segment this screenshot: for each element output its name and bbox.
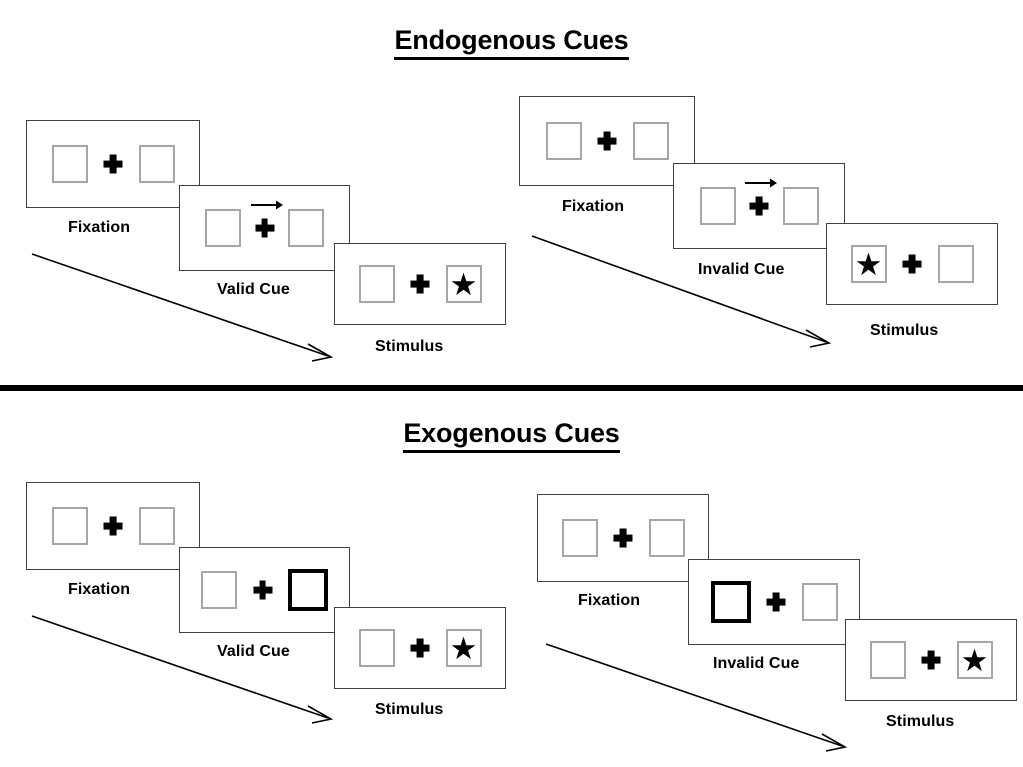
section-title-endogenous-text: Endogenous Cues <box>394 25 629 60</box>
fixation-cross-icon <box>903 255 922 274</box>
placeholder-box-right <box>801 583 838 621</box>
panel-content <box>27 483 199 569</box>
stage-label-exogenous-invalid-stimulus: Stimulus <box>886 713 955 730</box>
panel-exogenous-invalid-fixation <box>537 494 709 582</box>
fixation-cross-icon <box>104 517 123 536</box>
stage-label-exogenous-valid-fixation: Fixation <box>68 581 131 598</box>
placeholder-box-left <box>205 209 241 247</box>
panel-content <box>689 560 859 644</box>
placeholder-box-left <box>699 187 736 225</box>
panel-content <box>27 121 199 207</box>
placeholder-box-right-flash-cue <box>288 569 328 611</box>
section-divider <box>0 385 1023 391</box>
stage-label-exogenous-valid-stimulus: Stimulus <box>375 701 444 718</box>
panel-exogenous-valid-fixation <box>26 482 200 570</box>
stage-label-endogenous-valid-cue: Valid Cue <box>217 281 290 298</box>
stage-label-endogenous-invalid-cue: Invalid Cue <box>698 261 785 278</box>
placeholder-box-right: ★ <box>956 641 993 679</box>
placeholder-box-right <box>138 145 175 183</box>
fixation-cross-icon <box>104 155 123 174</box>
star-stimulus-icon: ★ <box>449 266 478 302</box>
fixation-cross-icon <box>767 593 786 612</box>
panel-endogenous-valid-cue <box>179 185 350 271</box>
star-stimulus-icon: ★ <box>449 630 478 666</box>
panel-endogenous-invalid-stimulus: ★ <box>826 223 998 305</box>
star-stimulus-icon: ★ <box>960 642 989 678</box>
section-title-exogenous: Exogenous Cues <box>0 418 1023 453</box>
panel-endogenous-valid-stimulus: ★ <box>334 243 506 325</box>
placeholder-box-left <box>358 629 395 667</box>
placeholder-box-left <box>869 641 906 679</box>
panel-exogenous-invalid-cue <box>688 559 860 645</box>
stage-label-exogenous-invalid-fixation: Fixation <box>578 592 641 609</box>
placeholder-box-right <box>937 245 974 283</box>
section-title-endogenous: Endogenous Cues <box>0 25 1023 60</box>
placeholder-box-right <box>632 122 669 160</box>
placeholder-box-left-flash-cue <box>710 581 751 623</box>
panel-content: ★ <box>335 608 505 688</box>
stage-label-endogenous-valid-fixation: Fixation <box>68 219 131 236</box>
stage-label-exogenous-valid-cue: Valid Cue <box>217 643 290 660</box>
panel-endogenous-invalid-cue <box>673 163 845 249</box>
stage-label-exogenous-invalid-cue: Invalid Cue <box>713 655 800 672</box>
placeholder-box-left <box>561 519 598 557</box>
fixation-cross-icon <box>411 275 430 294</box>
panel-endogenous-valid-fixation <box>26 120 200 208</box>
stage-label-endogenous-invalid-fixation: Fixation <box>562 198 625 215</box>
placeholder-box-right <box>288 209 324 247</box>
placeholder-box-left <box>201 571 237 609</box>
placeholder-box-left <box>545 122 582 160</box>
fixation-cross-icon <box>750 197 769 216</box>
panel-content <box>180 548 349 632</box>
fixation-cross-icon <box>253 581 272 600</box>
star-stimulus-icon: ★ <box>854 246 883 282</box>
panel-content <box>538 495 708 581</box>
fixation-cross-icon <box>598 132 617 151</box>
panel-exogenous-valid-stimulus: ★ <box>334 607 506 689</box>
fixation-cross-icon <box>614 529 633 548</box>
placeholder-box-right <box>782 187 819 225</box>
fixation-cross-icon <box>922 651 941 670</box>
section-title-exogenous-text: Exogenous Cues <box>403 418 620 453</box>
panel-exogenous-invalid-stimulus: ★ <box>845 619 1017 701</box>
time-arrow-exogenous-invalid <box>545 643 848 752</box>
panel-content <box>180 186 349 270</box>
time-arrow-endogenous-invalid <box>531 235 832 348</box>
placeholder-box-right <box>138 507 175 545</box>
placeholder-box-left <box>51 507 88 545</box>
stage-label-endogenous-invalid-stimulus: Stimulus <box>870 322 939 339</box>
fixation-cross-icon <box>411 639 430 658</box>
panel-content: ★ <box>846 620 1016 700</box>
placeholder-box-right <box>648 519 685 557</box>
panel-content <box>520 97 694 185</box>
placeholder-box-right: ★ <box>445 265 482 303</box>
placeholder-box-left: ★ <box>850 245 887 283</box>
panel-content: ★ <box>827 224 997 304</box>
panel-exogenous-valid-cue <box>179 547 350 633</box>
panel-content <box>674 164 844 248</box>
panel-content: ★ <box>335 244 505 324</box>
placeholder-box-right: ★ <box>445 629 482 667</box>
panel-endogenous-invalid-fixation <box>519 96 695 186</box>
placeholder-box-left <box>358 265 395 303</box>
fixation-cross-icon <box>255 219 274 238</box>
stage-label-endogenous-valid-stimulus: Stimulus <box>375 338 444 355</box>
placeholder-box-left <box>51 145 88 183</box>
